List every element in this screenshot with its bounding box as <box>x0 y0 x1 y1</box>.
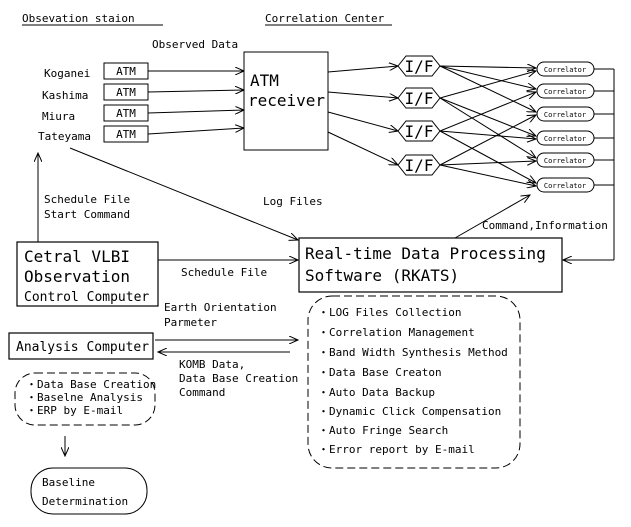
rkats-functions-box <box>307 295 521 469</box>
arrow-receiver-if <box>327 91 398 98</box>
arrow-receiver-if <box>327 111 398 131</box>
analysis-function-item: ・Data Base Creation <box>26 378 156 391</box>
correlator-label: Correlator <box>544 66 586 74</box>
rkats-function-item: ・Dynamic Click Compensation <box>318 405 501 418</box>
arrow-if-correlator <box>439 65 536 112</box>
arrow-if-correlator <box>439 130 536 139</box>
station-tateyama: Tateyama <box>38 130 91 143</box>
rkats-function-item: ・Band Width Synthesis Method <box>318 346 508 359</box>
analysis-computer-box <box>8 332 154 360</box>
rkats-function-item: ・Auto Fringe Search <box>318 424 448 437</box>
atm-label: ATM <box>116 107 136 120</box>
central-computer-box <box>16 241 159 307</box>
heading-correlation-center: Correlation Center <box>265 12 385 25</box>
start-command-label: Start Command <box>44 208 130 221</box>
arrow-if-correlator <box>439 161 536 166</box>
station-kashima: Kashima <box>42 89 88 102</box>
arrow-receiver-if <box>327 131 398 165</box>
rkats-function-item: ・Correlation Management <box>318 326 475 339</box>
arrow-if-correlator <box>439 115 536 166</box>
observed-data-label: Observed Data <box>152 38 238 51</box>
earth-orientation-label: Earth Orientation <box>164 301 277 314</box>
atm-receiver-line2: receiver <box>248 91 325 110</box>
rkats-function-item: ・Error report by E-mail <box>318 443 475 456</box>
parmeter-label: Parmeter <box>164 316 217 329</box>
heading-observation-station: Obsevation staion <box>22 12 135 25</box>
arrow-log-files <box>69 147 298 240</box>
komb-data-label: KOMB Data, <box>179 358 245 371</box>
arrow-atm-receiver <box>147 90 244 92</box>
rkats-line1: Real-time Data Processing <box>305 244 546 263</box>
arrow-rkats-correlator <box>454 195 530 239</box>
arrow-if-correlator <box>439 71 536 99</box>
arrow-atm-receiver <box>147 128 244 135</box>
rkats-function-item: ・LOG Files Collection <box>318 306 461 319</box>
if-label: I/F <box>405 122 434 141</box>
arrow-if-correlator <box>439 65 536 89</box>
analysis-functions-box <box>14 372 156 426</box>
if-label: I/F <box>405 156 434 175</box>
command-information-label: Command,Information <box>482 219 608 232</box>
correlator-label: Correlator <box>544 88 586 96</box>
correlator-bus <box>594 68 615 260</box>
atm-label: ATM <box>116 128 136 141</box>
correlator-label: Correlator <box>544 135 586 143</box>
central-computer-line1: Cetral VLBI <box>24 247 130 266</box>
arrow-if-correlator <box>439 97 536 136</box>
arrow-if-correlator <box>439 97 536 158</box>
atm-label: ATM <box>116 86 136 99</box>
rkats-box <box>298 237 563 293</box>
correlator-label: Correlator <box>544 182 586 190</box>
arrow-if-correlator <box>439 164 536 186</box>
arrow-if-correlator <box>439 130 536 183</box>
central-computer-line2: Observation <box>24 267 130 286</box>
arrow-if-correlator <box>439 92 536 132</box>
analysis-function-item: ・Baselne Analysis <box>26 391 143 404</box>
station-miura: Miura <box>42 110 75 123</box>
atm-receiver-box <box>243 51 329 151</box>
schedule-file-edge-label: Schedule File <box>181 266 267 279</box>
rkats-function-item: ・Data Base Creaton <box>318 366 442 379</box>
log-files-label: Log Files <box>263 195 323 208</box>
arrow-if-correlator <box>439 66 536 68</box>
correlator-label: Correlator <box>544 111 586 119</box>
station-koganei: Koganei <box>44 67 90 80</box>
if-label: I/F <box>405 57 434 76</box>
data-base-creation-label: Data Base Creation <box>179 372 298 385</box>
arrow-receiver-if <box>327 66 398 73</box>
rkats-line2: Software (RKATS) <box>305 266 459 285</box>
schedule-file-label: Schedule File <box>44 193 130 206</box>
rkats-function-item: ・Auto Data Backup <box>318 386 435 399</box>
central-computer-line3: Control Computer <box>24 290 149 305</box>
command-label: Command <box>179 386 225 399</box>
if-label: I/F <box>405 89 434 108</box>
arrow-atm-receiver <box>147 110 244 113</box>
baseline-line1: Baseline <box>42 476 95 489</box>
baseline-determination-box <box>30 467 148 515</box>
correlator-label: Correlator <box>544 157 586 165</box>
baseline-line2: Determination <box>42 495 128 508</box>
analysis-computer-label: Analysis Computer <box>16 340 149 355</box>
atm-label: ATM <box>116 65 136 78</box>
analysis-function-item: ・ERP by E-mail <box>26 404 123 417</box>
atm-receiver-line1: ATM <box>250 71 279 90</box>
